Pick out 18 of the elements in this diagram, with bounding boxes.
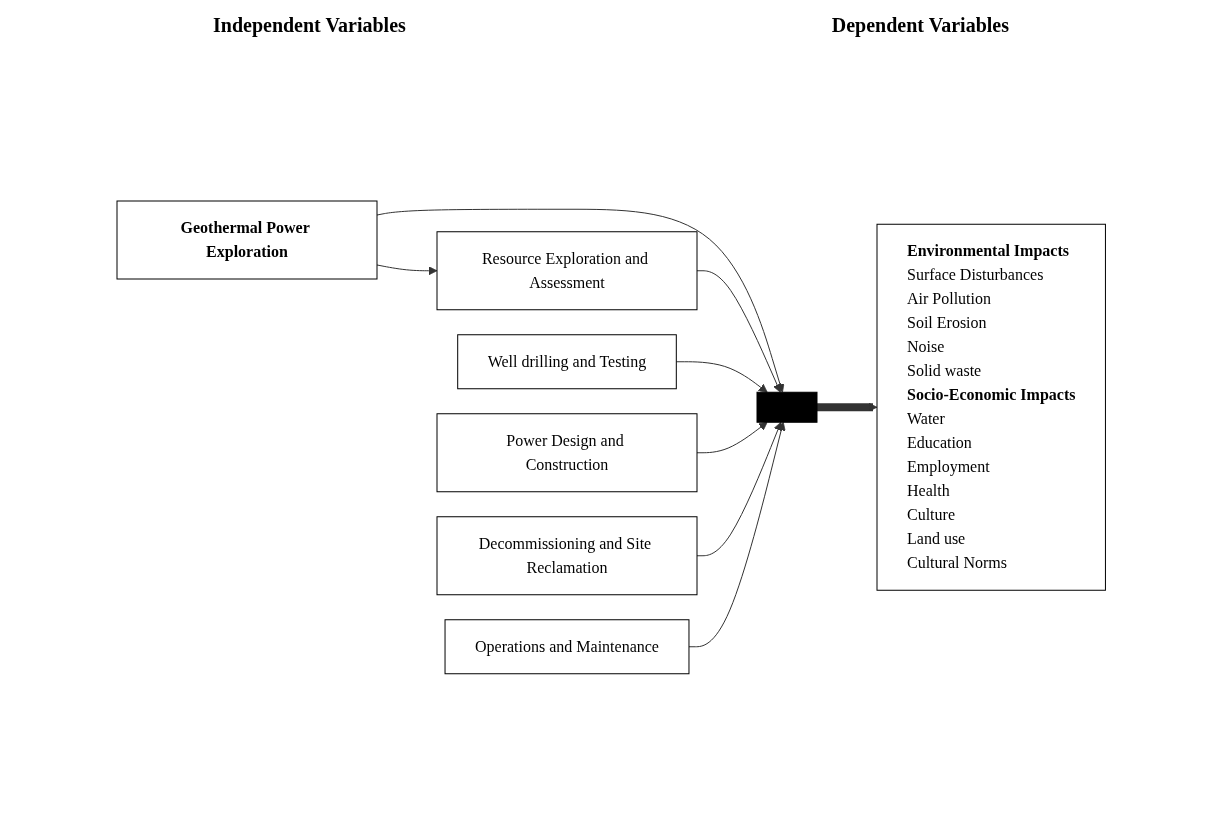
node-bar [756, 391, 818, 423]
node-box: Environmental Impacts Surface Disturbances Air Pollution Soil Erosion Noise Solid waste Socio-Economic Impacts Water Education Employment Health Culture Land use Cultural Norms [876, 223, 1106, 591]
arrow [696, 422, 782, 557]
arrow [376, 208, 785, 393]
node-box: Resource Exploration and Assessment [436, 231, 698, 311]
node-box: Decommissioning and Site Reclamation [436, 516, 698, 596]
arrow [376, 264, 438, 276]
arrow [675, 361, 768, 393]
column-heading: Dependent Variables [831, 13, 1009, 37]
node-box: Well drilling and Testing [457, 334, 677, 390]
arrow [816, 403, 878, 412]
node-box: Operations and Maintenance [444, 619, 690, 675]
arrow [688, 421, 786, 648]
node-box: Power Design and Construction [436, 413, 698, 493]
node-box: Geothermal Power Exploration [116, 200, 378, 280]
arrow [696, 270, 782, 393]
arrow [696, 422, 768, 454]
column-heading: Independent Variables [212, 13, 406, 37]
